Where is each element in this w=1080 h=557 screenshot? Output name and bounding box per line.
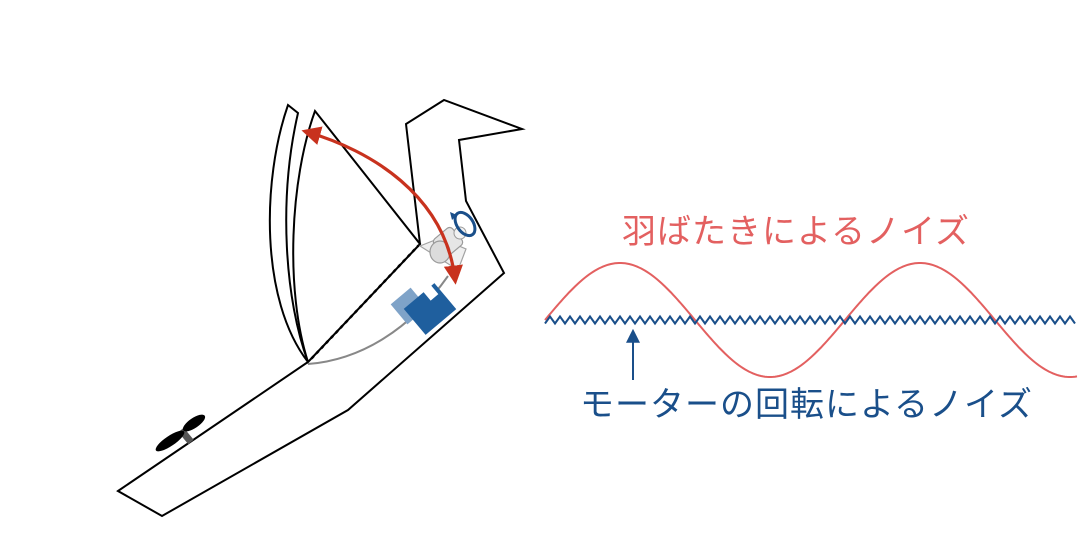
flapping-arrow xyxy=(301,126,463,285)
motor-noise-wave xyxy=(544,314,1076,326)
back-wing xyxy=(268,103,309,363)
flapping-noise-label: 羽ばたきによるノイズ xyxy=(622,212,970,252)
motor-noise-label: モーターの回転によるノイズ xyxy=(580,385,1033,425)
flapping-noise-wave xyxy=(544,262,1078,378)
propeller-icon xyxy=(155,414,206,452)
sensor-block-icon xyxy=(390,283,457,335)
